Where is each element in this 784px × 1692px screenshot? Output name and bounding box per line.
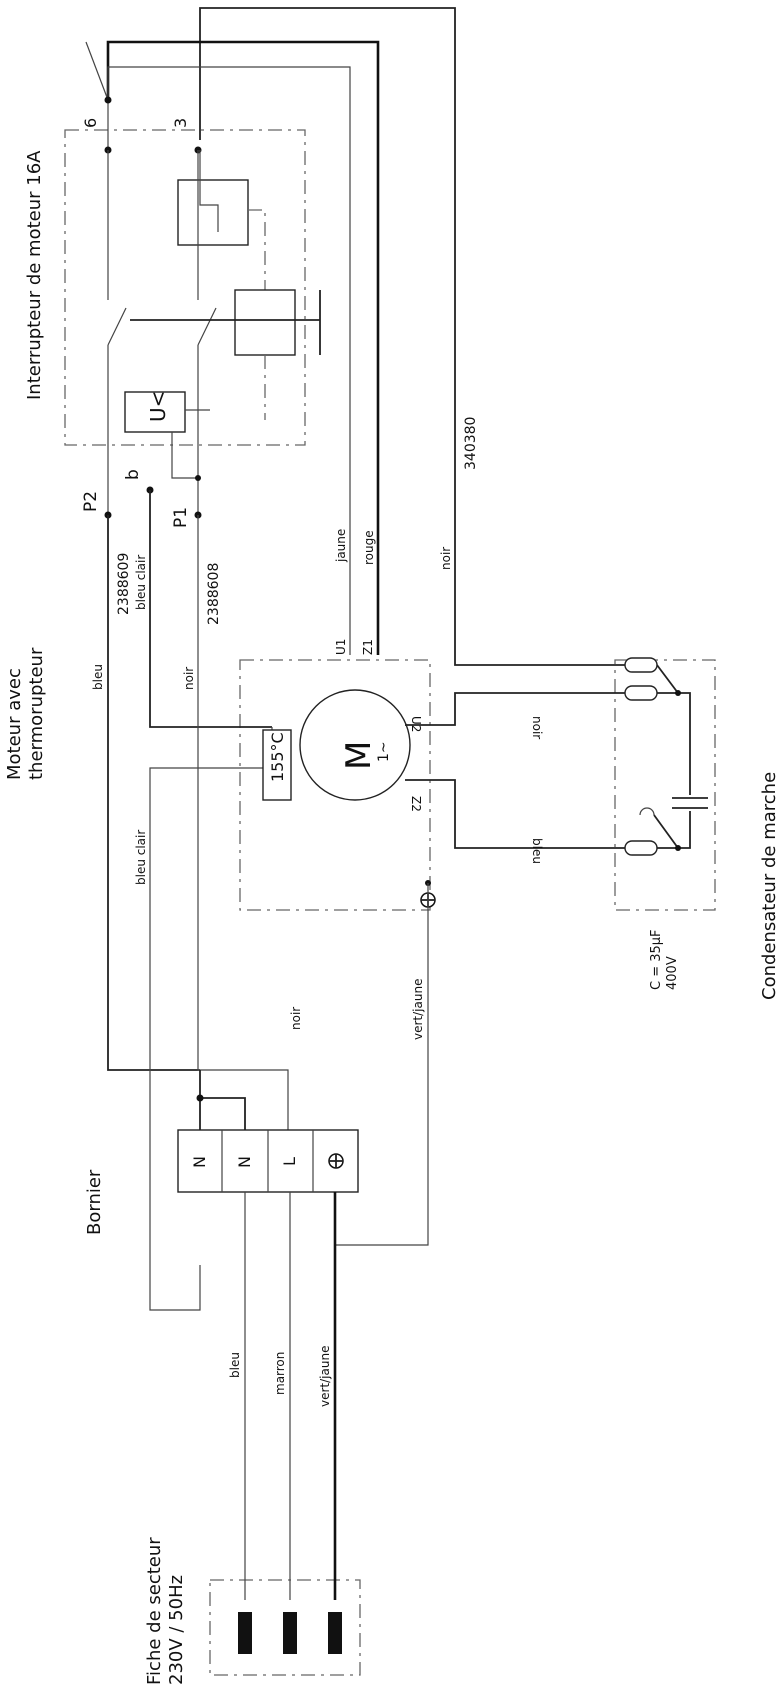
title-terminal-block: Bornier <box>84 1169 105 1235</box>
motor: 155°C M 1~ U1 Z1 U2 Z2 <box>262 639 625 1295</box>
terminal-6: 6 <box>81 118 100 128</box>
actuator-box <box>234 289 296 356</box>
part-number-2388608: 2388608 <box>206 563 222 625</box>
connector-4 <box>624 840 658 856</box>
motor-symbol-main: M <box>339 741 379 770</box>
wire-label-cap-bleu: bleu <box>530 838 544 864</box>
title-mains-plug-line-1: Fiche de secteur <box>144 1537 165 1685</box>
capacitor-enclosure <box>614 659 716 911</box>
wire-label-plug-vert-jaune: vert/jaune <box>318 1346 332 1407</box>
wire-label-rouge: rouge <box>362 530 376 565</box>
terminal-z1: Z1 <box>361 639 375 655</box>
terminal-block-n1: N <box>190 1156 209 1168</box>
title-motor-line-1: Moteur avec <box>4 668 25 780</box>
wire-label-noir-mid: noir <box>182 667 196 690</box>
wire-label-plug-bleu: bleu <box>228 1352 242 1378</box>
connector-2 <box>624 685 658 701</box>
motor-circle <box>299 689 411 801</box>
plug-pin-2 <box>283 1612 297 1654</box>
terminal-z2: Z2 <box>409 796 423 812</box>
title-motor-line-2: thermorupteur <box>26 647 47 780</box>
title-motor-switch: Interrupteur de moteur 16A <box>24 150 45 400</box>
thermal-cutout-label: 155°C <box>268 732 287 782</box>
mains-plug <box>238 1612 342 1654</box>
wire-label-plug-marron: marron <box>273 1352 287 1395</box>
terminal-block-l: L <box>280 1157 299 1166</box>
part-number-2388609: 2388609 <box>116 553 132 615</box>
terminal-p2: P2 <box>81 491 101 512</box>
wire-label-vert-jaune-ground: vert/jaune <box>411 979 425 1040</box>
motor-switch-enclosure <box>64 129 306 446</box>
motor-switch: 6 3 U< P2 b P1 <box>81 96 321 528</box>
title-mains-plug-line-2: 230V / 50Hz <box>166 1575 187 1685</box>
undervoltage-symbol: U< <box>146 391 170 422</box>
wire-label-bleu-left: bleu <box>91 664 105 690</box>
wire-label-cap-noir: noir <box>530 716 544 739</box>
wire-label-noir-right: noir <box>439 547 453 570</box>
title-run-capacitor: Condensateur de marche <box>759 772 780 1000</box>
wire-label-bleu-clair-left: bleu clair <box>134 830 148 885</box>
thermal-relay-box <box>177 179 249 246</box>
wire-label-jaune: jaune <box>334 529 348 563</box>
capacitor-spec-line-1: C = 35µF <box>649 929 664 990</box>
capacitor-spec-line-2: 400V <box>665 956 680 990</box>
terminal-u1: U1 <box>334 639 348 655</box>
terminal-b: b <box>123 469 143 480</box>
switch-down-wires <box>107 490 289 1311</box>
terminal-p1: P1 <box>171 507 191 528</box>
motor-enclosure <box>239 659 431 911</box>
terminal-block-n2: N <box>235 1156 254 1168</box>
terminal-block: N N L <box>177 1070 359 1600</box>
thermal-cutout-box <box>262 729 292 801</box>
connector-3 <box>639 807 655 816</box>
plug-pin-3 <box>328 1612 342 1654</box>
terminal-3: 3 <box>171 118 190 128</box>
run-capacitor <box>624 657 708 856</box>
connector-1 <box>624 657 658 673</box>
part-number-340380: 340380 <box>463 417 479 470</box>
plug-pin-1 <box>238 1612 252 1654</box>
motor-symbol-sub: 1~ <box>376 741 392 762</box>
wire-label-bleu-clair-top: bleu clair <box>134 555 148 610</box>
top-wires <box>85 7 625 666</box>
undervoltage-release <box>124 391 186 433</box>
plug-enclosure <box>209 1579 361 1676</box>
wire-label-noir-lower: noir <box>289 1007 303 1030</box>
